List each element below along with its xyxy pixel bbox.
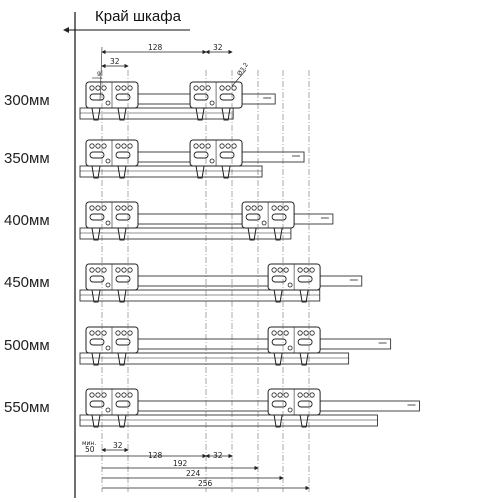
slide-row (79, 81, 276, 121)
dim-bottom-32b: 32 (213, 451, 223, 460)
slide-row (79, 201, 334, 241)
rear-mount-bracket (189, 139, 243, 179)
dim-bottom-192: 192 (173, 459, 188, 468)
row-label-length: 300мм (4, 92, 50, 109)
slide-rail-lower (79, 165, 263, 178)
slide-row (79, 326, 392, 366)
front-mount-bracket (85, 263, 139, 303)
row-label-length: 500мм (4, 337, 50, 354)
row-label-length: 550мм (4, 399, 50, 416)
slide-row (79, 139, 305, 179)
dim-min-value: 50 (85, 445, 95, 454)
dim-top-9: 9 (97, 71, 101, 78)
guide-lines (101, 70, 310, 492)
row-label-length: 350мм (4, 150, 50, 167)
front-mount-bracket (85, 326, 139, 366)
dim-bottom-256: 256 (198, 479, 213, 488)
dim-top-32-left: 32 (110, 57, 120, 66)
front-mount-bracket (85, 201, 139, 241)
dim-top-128: 128 (148, 43, 163, 52)
slide-rail-upper (131, 338, 392, 350)
slide-rail-lower (79, 414, 378, 427)
slide-rail-upper (131, 213, 334, 225)
rear-mount-bracket (189, 81, 243, 121)
cabinet-edge-label: Край шкафа (95, 8, 181, 25)
row-label-length: 400мм (4, 212, 50, 229)
slide-rows (79, 81, 420, 428)
slide-rail-lower (79, 289, 321, 302)
front-mount-bracket (85, 139, 139, 179)
rear-mount-bracket (241, 201, 295, 241)
slide-rail-lower (79, 227, 292, 240)
slide-row (79, 388, 420, 428)
dim-hole-diameter: Ø3,2 (236, 61, 250, 77)
rear-mount-bracket (267, 326, 321, 366)
slide-rail-lower (79, 352, 350, 365)
dim-bottom-128: 128 (148, 451, 163, 460)
dim-min-label: мин. (82, 440, 96, 447)
slide-row (79, 263, 363, 303)
slide-rail-upper (131, 275, 363, 287)
bottom-dimensions: мин. 50 32 128 32 192 224 256 (75, 440, 310, 491)
row-label-length: 450мм (4, 274, 50, 291)
dim-bottom-32a: 32 (113, 441, 123, 450)
front-mount-bracket (85, 81, 139, 121)
rear-mount-bracket (267, 263, 321, 303)
slide-rail-lower (79, 107, 234, 120)
dim-bottom-224: 224 (186, 469, 201, 478)
rear-mount-bracket (267, 388, 321, 428)
dim-top-32-right: 32 (213, 43, 223, 52)
front-mount-bracket (85, 388, 139, 428)
